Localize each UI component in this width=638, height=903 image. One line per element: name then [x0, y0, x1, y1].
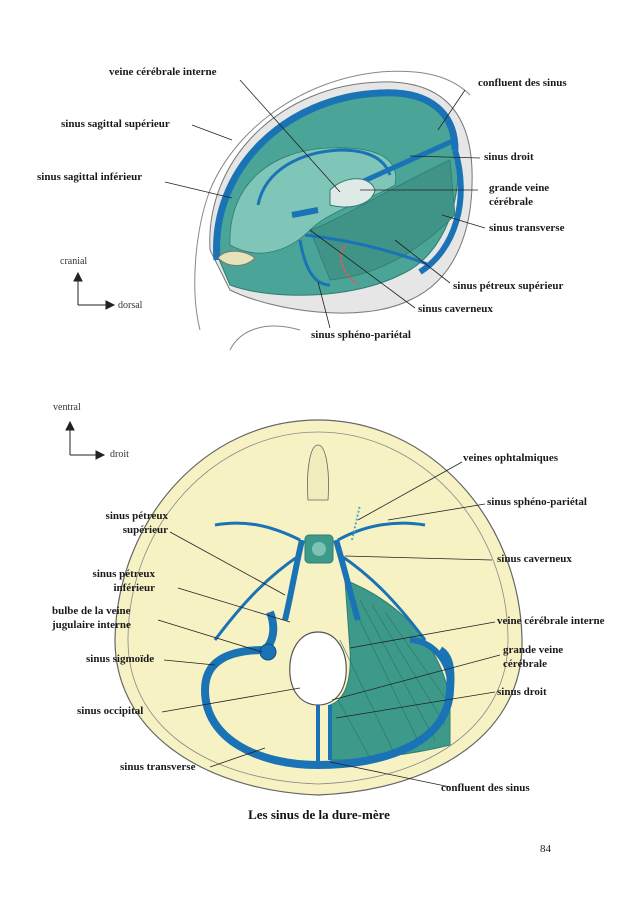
sigmoid-sinus-right	[409, 637, 454, 691]
label-caverneux-bottom: sinus caverneux	[497, 553, 572, 565]
label-sagittal-inf-top: sinus sagittal inférieur	[37, 171, 143, 183]
figure-caption: Les sinus de la dure-mère	[248, 807, 390, 822]
label-transverse-top: sinus transverse	[489, 222, 565, 234]
crista-galli	[217, 250, 256, 266]
axis-bottom	[65, 420, 106, 460]
label-occipital: sinus occipital	[77, 705, 144, 717]
foramen-magnum	[289, 631, 347, 706]
neck-outline	[229, 325, 301, 351]
internal-carotid	[339, 244, 359, 286]
transverse-sinus	[418, 149, 464, 275]
sphenoparietal-sinus	[298, 239, 331, 287]
dura-inner	[229, 147, 397, 254]
cavernous-right	[333, 539, 361, 621]
label-confluent-bottom: confluent des sinus	[441, 782, 530, 794]
label-grande-veine-top-1: grande veine	[489, 182, 550, 194]
label-grande-veine-bottom-2: cérébrale	[503, 658, 547, 670]
label-petreux-sup-bottom-1: sinus pétreux	[105, 510, 168, 522]
tentorium-right	[329, 579, 451, 761]
page-number: 84	[540, 843, 551, 855]
label-petreux-sup-bottom-2: supérieur	[122, 524, 168, 536]
crista-galli-top	[307, 444, 329, 501]
cavernous-left	[282, 539, 305, 621]
label-sinus-droit-top: sinus droit	[484, 151, 534, 163]
label-grande-veine-bottom-1: grande veine	[503, 644, 564, 656]
straight-sinus	[353, 137, 457, 188]
axis-label-cranial: cranial	[60, 256, 88, 267]
label-spheno-top: sinus sphéno-pariétal	[311, 329, 411, 341]
label-bulbe-2: jugulaire interne	[52, 619, 131, 631]
inferior-sagittal-sinus	[256, 148, 392, 206]
sphenoparietal-left	[214, 521, 301, 542]
axis-label-droit: droit	[110, 449, 129, 460]
label-petreux-sup-top: sinus pétreux supérieur	[453, 280, 564, 292]
jugular-bulb	[259, 643, 277, 661]
label-caverneux-top: sinus caverneux	[418, 303, 493, 315]
superior-petrosal-right	[339, 553, 427, 641]
label-spheno-bottom: sinus sphéno-pariétal	[487, 496, 587, 508]
label-bulbe-1: bulbe de la veine	[52, 605, 131, 617]
axis-label-dorsal: dorsal	[118, 300, 143, 311]
ophthalmic-veins	[351, 504, 361, 541]
superior-petrosal-left	[213, 553, 301, 641]
axis-label-ventral: ventral	[53, 402, 81, 413]
label-grande-veine-top-2: cérébrale	[489, 196, 533, 208]
label-veines-ophtalmiques: veines ophtalmiques	[463, 452, 559, 464]
label-transverse-bottom: sinus transverse	[120, 761, 196, 773]
label-sinus-droit-bottom: sinus droit	[497, 686, 547, 698]
label-confluent-top: confluent des sinus	[478, 77, 567, 89]
sphenoparietal-right	[337, 521, 426, 542]
axis-top	[73, 271, 116, 310]
head-outline	[194, 70, 471, 331]
label-petreux-inf-2: inférieur	[113, 582, 155, 594]
label-sigmoide: sinus sigmoïde	[86, 653, 155, 665]
cavernous-sinus	[291, 207, 319, 218]
hypophysis	[312, 542, 326, 556]
superior-sagittal-sinus	[213, 89, 459, 261]
label-veine-cerebrale-interne-top: veine cérébrale interne	[109, 66, 217, 78]
label-petreux-inf-1: sinus pétreux	[92, 568, 155, 580]
label-sagittal-sup-top: sinus sagittal supérieur	[61, 118, 170, 130]
label-veine-cerebrale-interne-bottom: veine cérébrale interne	[497, 615, 605, 627]
